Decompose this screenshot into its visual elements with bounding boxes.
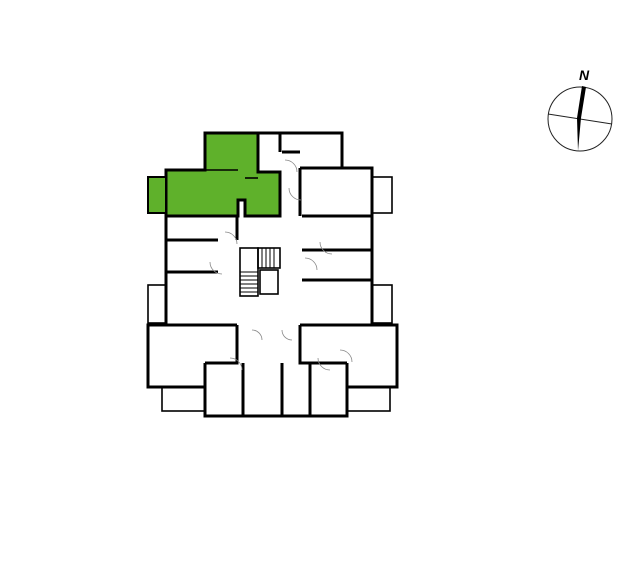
highlighted-balcony[interactable] (147, 176, 167, 214)
highlighted-apartment-shape[interactable] (164, 131, 282, 218)
highlighted-apartment[interactable] (147, 131, 282, 218)
compass: N (547, 67, 613, 152)
north-arrow-icon (577, 86, 586, 151)
balconies (147, 176, 393, 412)
north-label: N (579, 67, 590, 83)
building-outline (146, 131, 399, 418)
door-swings (209, 159, 353, 371)
staircase (239, 247, 281, 297)
